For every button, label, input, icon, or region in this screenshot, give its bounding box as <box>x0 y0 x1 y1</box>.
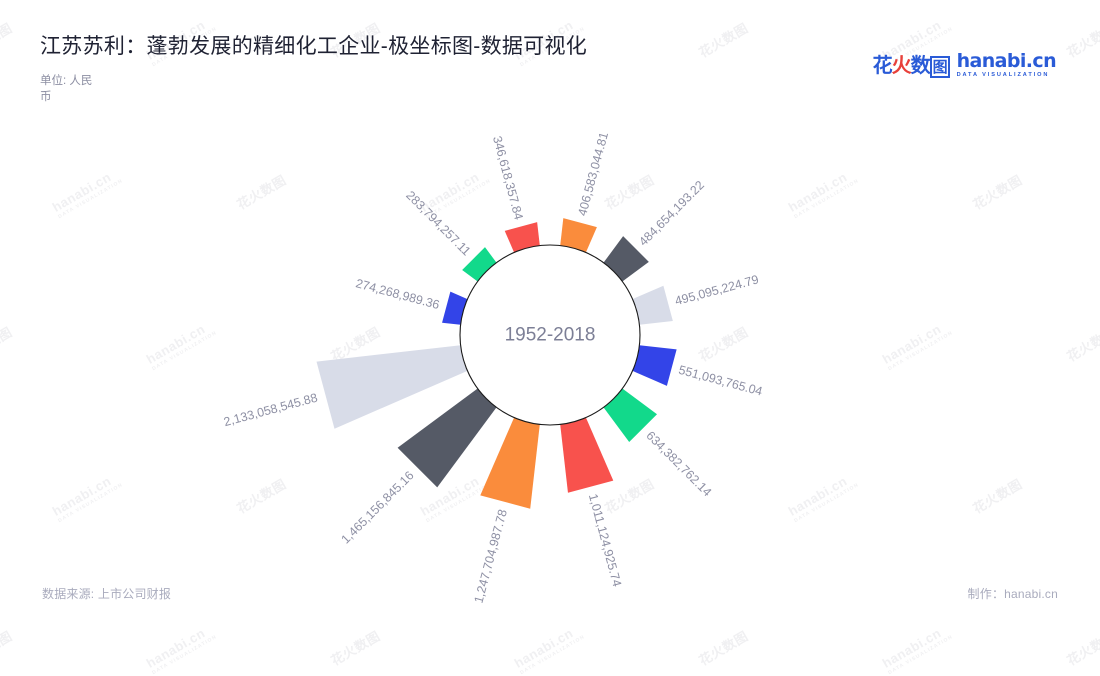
bar-value-label: 484,654,193.22 <box>636 178 707 249</box>
brand-logo: 花火数图 hanabi.cn DATA VISUALIZATION <box>872 50 1057 79</box>
polar-bar <box>462 247 497 282</box>
logo-char-shu: 数 <box>910 53 931 78</box>
chart-area: 1952-2018 406,583,044.81 484,654,193.22 49… <box>222 130 764 604</box>
polar-bar <box>560 218 597 253</box>
polar-bar <box>603 388 658 443</box>
bars-group <box>316 218 677 509</box>
footer: 数据来源: 上市公司财报 制作：hanabi.cn <box>0 566 1100 620</box>
polar-bar <box>504 222 540 253</box>
page-title: 江苏苏利：蓬勃发展的精细化工企业-极坐标图-数据可视化 <box>40 35 588 58</box>
inner-ring <box>459 244 641 426</box>
bar-value-label: 406,583,044.81 <box>575 130 611 217</box>
polar-bar <box>442 291 468 325</box>
bar-value-label: 346,618,357.84 <box>490 134 526 221</box>
watermark-tile: 花火数图 <box>696 628 751 669</box>
logo-tagline: DATA VISUALIZATION <box>956 72 1050 78</box>
bar-value-label: 2,133,058,545.88 <box>222 391 319 430</box>
logo-char-tu: 图 <box>929 56 950 79</box>
bar-value-label: 495,095,224.79 <box>673 272 760 308</box>
bar-value-label: 283,794,257.11 <box>403 188 473 258</box>
polar-bar <box>632 345 677 386</box>
polar-bar <box>480 417 540 509</box>
bar-value-label: 1,465,156,845.16 <box>339 468 417 546</box>
credit-text: 制作：hanabi.cn <box>967 586 1058 601</box>
logo-wordmark: hanabi.cn <box>956 50 1057 72</box>
data-source-text: 数据来源: 上市公司财报 <box>42 586 172 601</box>
logo-char-hua: 花 <box>872 53 893 78</box>
polar-bar <box>560 417 614 493</box>
bar-value-label: 274,268,989.36 <box>354 276 441 312</box>
bar-value-label: 551,093,765.04 <box>677 363 764 399</box>
polar-bar <box>632 285 673 325</box>
polar-bar-chart: 1952-2018 406,583,044.81 484,654,193.22 49… <box>222 130 764 604</box>
polar-bar <box>316 345 468 429</box>
polar-bar <box>397 388 497 488</box>
logo-latin-mark: hanabi.cn DATA VISUALIZATION <box>956 50 1057 79</box>
watermark-tile: 花火数图 <box>0 628 15 669</box>
logo-char-huo: 火 <box>891 53 912 78</box>
bar-value-label: 634,382,762.14 <box>643 428 714 499</box>
polar-bar <box>603 236 649 282</box>
logo-chinese-mark: 花火数图 <box>872 53 950 79</box>
unit-label: 单位: 人民币 <box>40 75 93 103</box>
watermark-tile: 花火数图 <box>1064 628 1100 669</box>
header: 江苏苏利：蓬勃发展的精细化工企业-极坐标图-数据可视化 单位: 人民币 <box>0 0 1100 105</box>
center-label: 1952-2018 <box>505 325 596 346</box>
watermark-tile: 花火数图 <box>328 628 383 669</box>
